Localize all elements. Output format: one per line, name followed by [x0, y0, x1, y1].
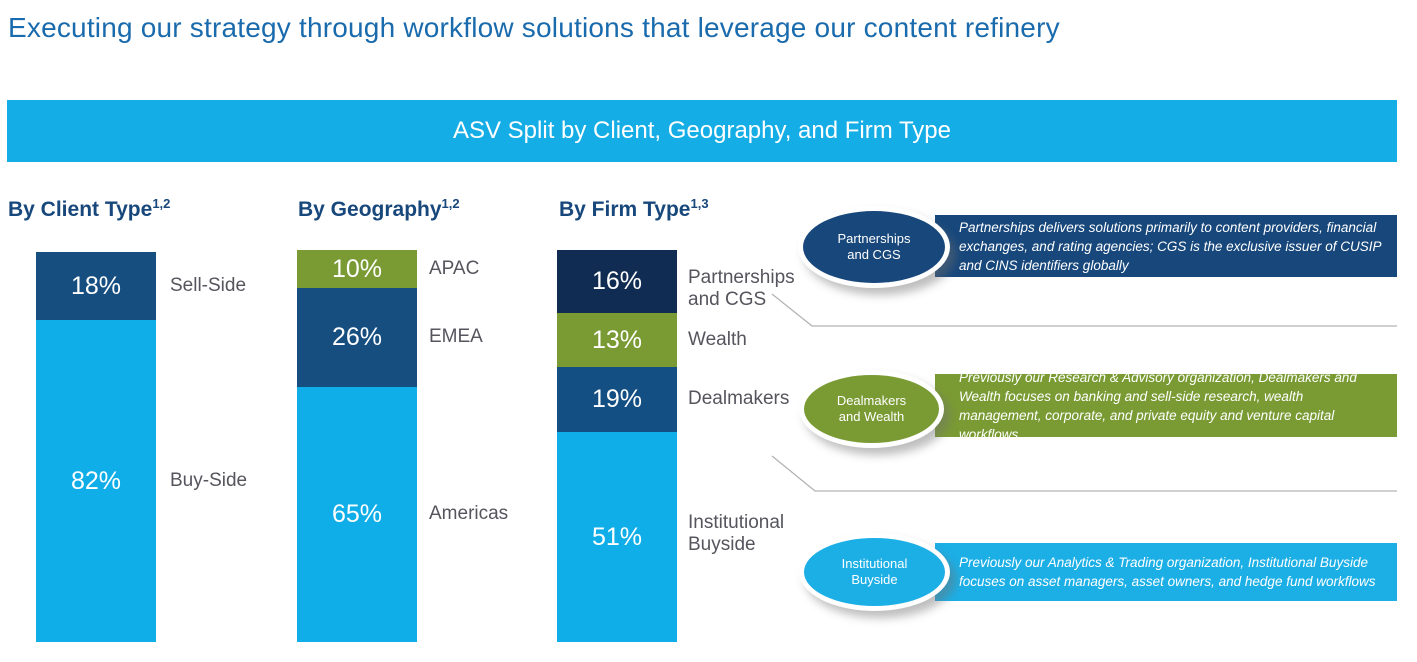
- client-type-stacked-bar: 18% 82%: [36, 252, 156, 642]
- firm-type-stacked-bar: 16% 13% 19% 51%: [557, 250, 677, 642]
- segment-sell-side-value: 18%: [70, 271, 122, 300]
- chart-firm-type-footnote-sup: 1,3: [690, 196, 709, 211]
- chart-geography-heading: By Geography1,2: [298, 196, 460, 222]
- chart-client-type-footnote-sup: 1,2: [152, 196, 171, 211]
- segment-americas-value: 65%: [331, 500, 383, 528]
- callout-banner-partnerships: Partnerships delivers solutions primaril…: [935, 215, 1397, 277]
- segment-emea: 26%: [297, 288, 417, 387]
- badge-dealmakers-wealth-line1: Dealmakers: [836, 393, 907, 408]
- segment-sell-side: 18%: [36, 252, 156, 320]
- section-banner-title: ASV Split by Client, Geography, and Firm…: [452, 117, 951, 144]
- label-apac: APAC: [429, 258, 480, 279]
- segment-partnerships-cgs: 16%: [557, 250, 677, 313]
- badge-dealmakers-wealth-line2: and Wealth: [838, 409, 905, 424]
- segment-wealth-value: 13%: [591, 325, 643, 354]
- segment-emea-value: 26%: [331, 323, 383, 351]
- chart-firm-type-heading: By Firm Type1,3: [559, 196, 709, 222]
- callout-banner-dealmakers: Previously our Research & Advisory organ…: [935, 370, 1397, 442]
- chart-geography-heading-text: By Geography: [298, 198, 442, 221]
- segment-wealth: 13%: [557, 313, 677, 367]
- badge-dealmakers-wealth: Dealmakers and Wealth: [799, 370, 944, 448]
- badge-partnerships-cgs-line2: and CGS: [847, 247, 901, 262]
- callout-banner-dealmakers-text: Previously our Research & Advisory organ…: [959, 369, 1357, 442]
- geography-stacked-bar: 10% 26% 65%: [297, 250, 417, 642]
- segment-apac-value: 10%: [331, 254, 383, 283]
- badge-institutional-buyside-line1: Institutional: [841, 556, 908, 571]
- segment-institutional-buyside: 51%: [557, 432, 677, 642]
- chart-geography-footnote-sup: 1,2: [441, 196, 460, 211]
- chart-client-type-heading-text: By Client Type: [8, 198, 153, 221]
- badge-partnerships-cgs: Partnerships and CGS: [798, 206, 950, 288]
- label-americas: Americas: [429, 503, 509, 524]
- label-dealmakers: Dealmakers: [688, 388, 790, 409]
- label-sell-side: Sell-Side: [170, 275, 247, 296]
- badge-partnerships-cgs-line1: Partnerships: [837, 231, 911, 246]
- label-wealth: Wealth: [688, 329, 747, 350]
- segment-apac: 10%: [297, 250, 417, 288]
- label-institutional-buyside: Institutional Buyside: [688, 512, 785, 555]
- label-emea: EMEA: [429, 326, 483, 347]
- callout-banner-institutional: Previously our Analytics & Trading organ…: [935, 543, 1397, 601]
- segment-institutional-buyside-value: 51%: [591, 522, 643, 551]
- segment-dealmakers-value: 19%: [591, 385, 643, 413]
- segment-partnerships-cgs-value: 16%: [591, 267, 643, 295]
- badge-institutional-buyside: Institutional Buyside: [799, 533, 950, 611]
- chart-client-type-heading: By Client Type1,2: [8, 196, 170, 222]
- label-partnerships-cgs: Partnerships and CGS: [688, 267, 795, 310]
- callout-banner-institutional-text: Previously our Analytics & Trading organ…: [959, 555, 1376, 589]
- section-banner: ASV Split by Client, Geography, and Firm…: [7, 100, 1397, 162]
- label-buy-side: Buy-Side: [170, 470, 248, 491]
- chart-firm-type-heading-text: By Firm Type: [559, 198, 691, 221]
- segment-americas: 65%: [297, 387, 417, 642]
- page-title: Executing our strategy through workflow …: [8, 12, 1060, 43]
- callout-banner-partnerships-text: Partnerships delivers solutions primaril…: [959, 219, 1381, 273]
- segment-dealmakers: 19%: [557, 367, 677, 432]
- segment-buy-side-value: 82%: [70, 466, 122, 495]
- badge-institutional-buyside-line2: Buyside: [851, 572, 898, 587]
- segment-buy-side: 82%: [36, 320, 156, 642]
